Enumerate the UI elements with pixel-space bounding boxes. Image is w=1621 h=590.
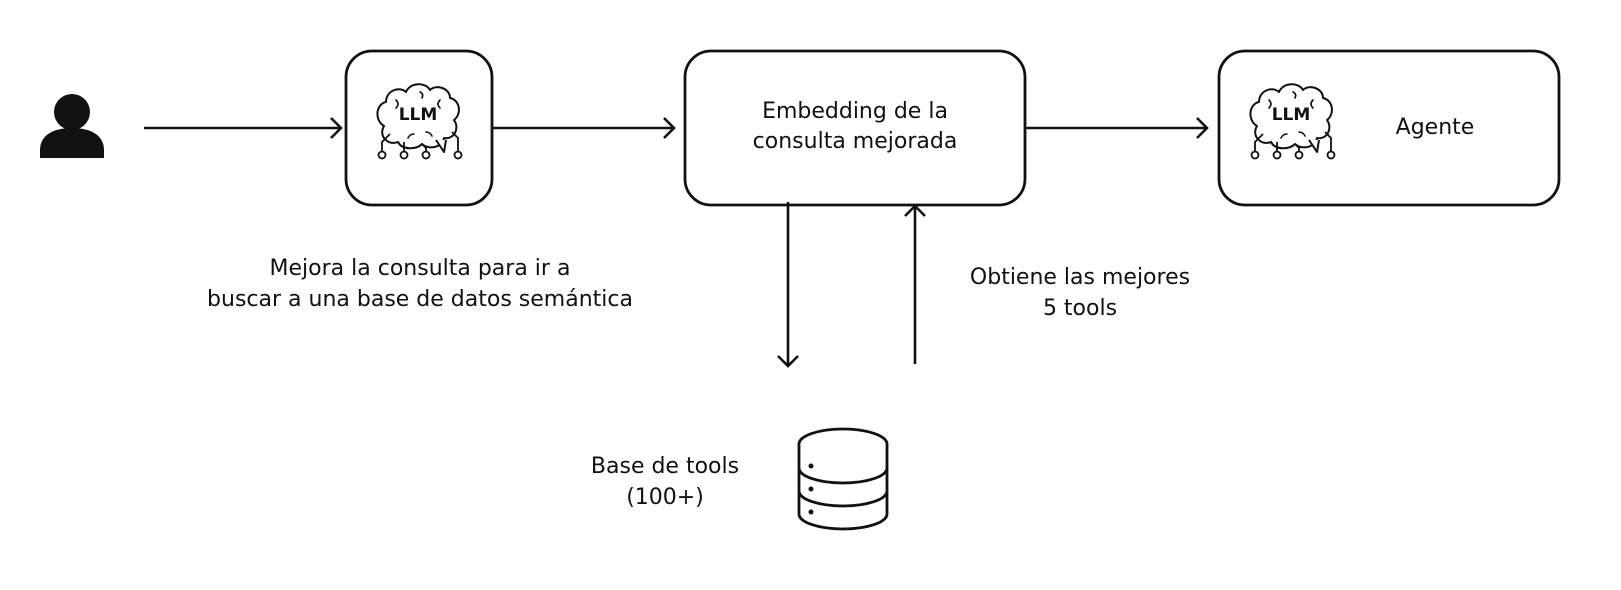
arrow-user-to-llm [144, 117, 343, 139]
arrow-database-to-embedding [904, 204, 926, 364]
embedding-label-line1: Embedding de la [762, 99, 948, 124]
user-icon [40, 94, 104, 158]
caption-llm-line1: Mejora la consulta para ir a [269, 256, 571, 281]
database-icon [797, 427, 889, 531]
agent-llm-icon-label: LLM [1271, 105, 1311, 125]
caption-database-line1: Base de tools [590, 454, 740, 479]
llm-icon-label: LLM [398, 105, 438, 125]
caption-llm: Mejora la consulta para ir a buscar a un… [190, 253, 650, 315]
caption-database: Base de tools (100+) [575, 451, 755, 513]
embedding-box-label: Embedding de la consulta mejorada [687, 92, 1023, 162]
caption-database-line2: (100+) [626, 485, 704, 510]
caption-results-line1: Obtiene las mejores [969, 265, 1191, 290]
agent-label: Agente [1395, 115, 1475, 140]
arrow-llm-to-embedding [492, 117, 676, 139]
embedding-label-line2: consulta mejorada [752, 129, 958, 154]
arrow-embedding-to-database [777, 202, 799, 368]
caption-results-line2: 5 tools [1042, 296, 1118, 321]
arrow-embedding-to-agent [1025, 117, 1209, 139]
caption-results: Obtiene las mejores 5 tools [955, 262, 1205, 324]
caption-llm-line2: buscar a una base de datos semántica [207, 287, 633, 312]
